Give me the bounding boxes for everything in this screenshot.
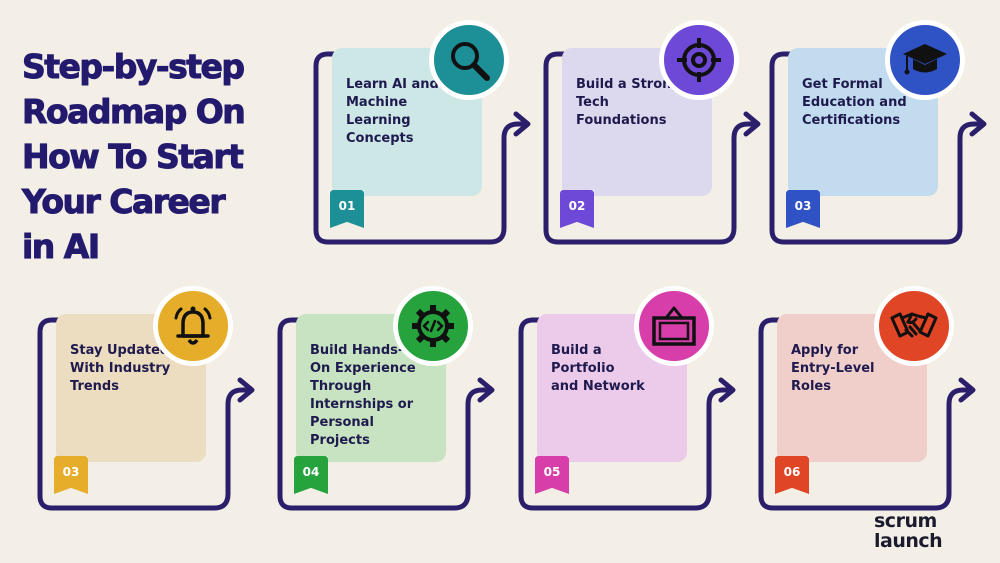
logo-line-2: launch: [874, 530, 943, 552]
step-card-5: Build Hands- On Experience Through Inter…: [274, 286, 504, 521]
step-text: Learn AI and Machine Learning Concepts: [346, 77, 439, 146]
title-line: Your Career: [22, 182, 227, 222]
step-icon-circle: [634, 286, 714, 366]
step-icon-circle: [429, 20, 509, 100]
title-line: Roadmap On: [22, 92, 247, 132]
step-icon-circle: [393, 286, 473, 366]
step-card-7: Apply for Entry-Level Roles 06: [755, 286, 985, 521]
title-line: How To Start: [22, 137, 245, 177]
step-number-badge: 03: [786, 190, 820, 228]
step-card-3: Get Formal Education and Certifications …: [766, 20, 996, 255]
target-icon: [677, 38, 721, 82]
logo-line-1: scrum: [874, 510, 937, 532]
step-icon-circle: [874, 286, 954, 366]
step-number-badge: 05: [535, 456, 569, 494]
bell-icon: [174, 306, 212, 345]
step-text: Build a Portfolio and Network: [551, 343, 645, 394]
step-icon-circle: [659, 20, 739, 100]
step-text: Build Hands- On Experience Through Inter…: [310, 343, 416, 448]
step-number-badge: 06: [775, 456, 809, 494]
step-text: Get Formal Education and Certifications: [802, 77, 907, 128]
step-icon-circle: [885, 20, 965, 100]
title-line: in AI: [22, 227, 101, 267]
gear-code-icon: [412, 305, 454, 347]
title-line: Step-by-step: [22, 47, 246, 87]
step-card-1: Learn AI and Machine Learning Concepts 0…: [310, 20, 540, 255]
brand-logo: scrum launch: [874, 511, 984, 551]
frame-icon: [652, 306, 696, 346]
step-text: Apply for Entry-Level Roles: [791, 343, 875, 394]
step-number-badge: 02: [560, 190, 594, 228]
magnifier-icon: [451, 42, 490, 81]
step-text: Stay Updated With Industry Trends: [70, 343, 171, 394]
step-card-6: Build a Portfolio and Network 05: [515, 286, 745, 521]
step-number-badge: 01: [330, 190, 364, 228]
step-number-badge: 03: [54, 456, 88, 494]
step-icon-circle: [153, 286, 233, 366]
step-card-4: Stay Updated With Industry Trends 03: [34, 286, 264, 521]
step-number-badge: 04: [294, 456, 328, 494]
step-card-2: Build a Strong Tech Foundations 02: [540, 20, 770, 255]
handshake-icon: [890, 312, 938, 338]
page-title: Step-by-step Roadmap On How To Start You…: [22, 44, 297, 269]
graduation-cap-icon: [903, 44, 947, 75]
